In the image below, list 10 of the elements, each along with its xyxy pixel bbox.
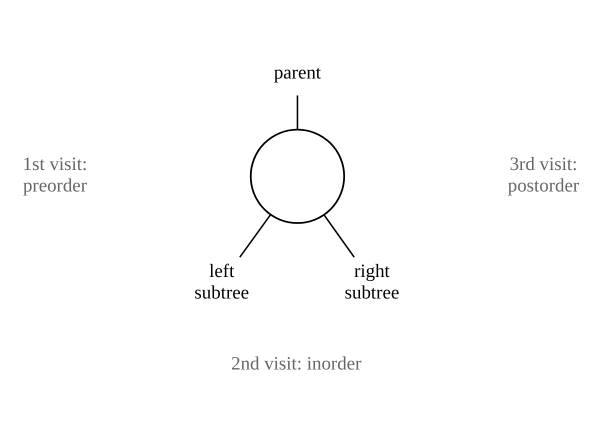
connector xyxy=(239,214,272,258)
connector xyxy=(296,95,298,130)
node-text: parent xyxy=(274,62,322,84)
node-text: right subtree xyxy=(344,261,400,304)
node-text: left subtree xyxy=(194,261,250,304)
label: 1st visit: preorder xyxy=(22,154,88,196)
label: 3rd visit: postorder xyxy=(508,154,580,196)
connector xyxy=(324,214,355,258)
label: 2nd visit: inorder xyxy=(231,353,362,374)
node-circle xyxy=(250,128,346,224)
